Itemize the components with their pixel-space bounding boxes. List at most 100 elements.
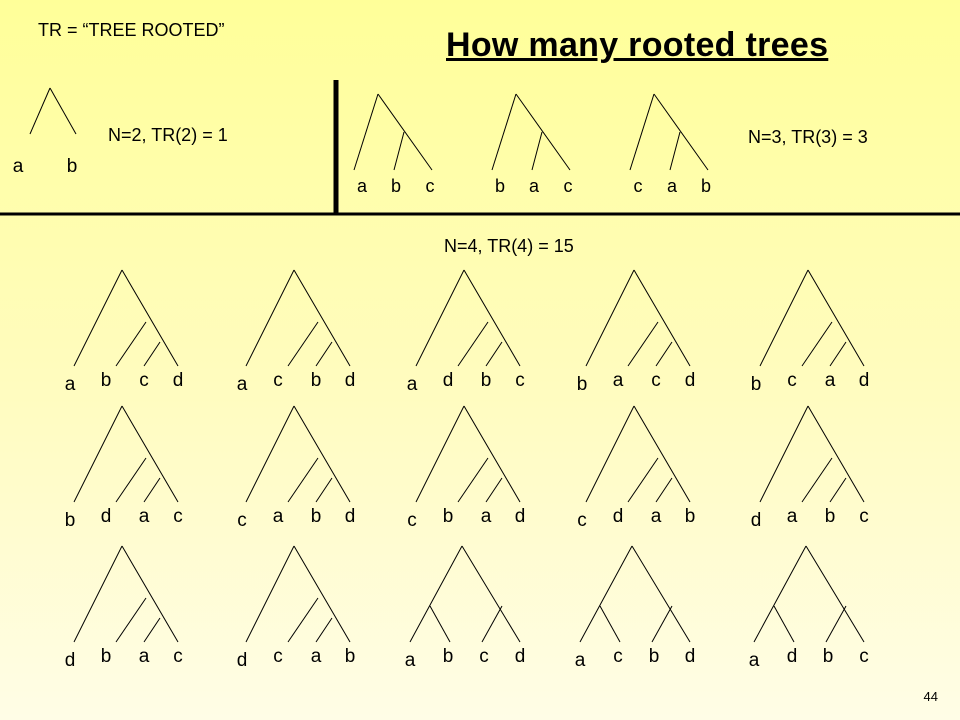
tree-branch <box>807 405 865 503</box>
tree-branch <box>829 477 847 503</box>
tree-branch <box>143 341 161 367</box>
tree-branch <box>457 457 489 503</box>
n2-label: N=2, TR(2) = 1 <box>108 125 228 145</box>
leaf-label: b <box>701 176 711 196</box>
tree-branch <box>409 545 463 643</box>
tree-branch <box>669 131 681 171</box>
tree-branch <box>315 617 333 643</box>
tree-branch <box>457 321 489 367</box>
tree-branch <box>579 545 633 643</box>
leaf-label: a <box>749 650 760 671</box>
tree-branch <box>429 605 451 643</box>
leaf-label: a <box>139 506 150 527</box>
tree-branch <box>633 405 691 503</box>
leaf-label: a <box>357 176 368 196</box>
tree-branch <box>807 269 865 367</box>
leaf-label: d <box>787 646 798 667</box>
leaf-label: b <box>101 646 112 667</box>
tree-branch <box>531 131 543 171</box>
leaf-label: c <box>173 646 183 667</box>
leaf-label: a <box>825 370 836 391</box>
tree-branch <box>293 545 351 643</box>
tree-branch <box>653 93 709 171</box>
tree-branch <box>627 321 659 367</box>
tree-branch <box>491 93 517 171</box>
leaf-label: b <box>649 646 660 667</box>
tree-branch <box>461 545 521 643</box>
tree-branch <box>287 321 319 367</box>
leaf-label: a <box>575 650 586 671</box>
leaf-label: d <box>515 646 526 667</box>
leaf-label: d <box>515 506 526 527</box>
tree-branch <box>245 405 295 503</box>
tree-branch <box>293 405 351 503</box>
leaf-label: d <box>613 506 624 527</box>
leaf-label: a <box>787 506 798 527</box>
leaf-label: b <box>443 506 454 527</box>
tree-branch <box>655 477 673 503</box>
leaf-label: c <box>859 506 869 527</box>
tree-branch <box>245 545 295 643</box>
tree-branch <box>801 457 833 503</box>
leaf-label: c <box>237 510 247 531</box>
tree-branch <box>353 93 379 171</box>
leaf-label: c <box>407 510 417 531</box>
tree-branch <box>415 269 465 367</box>
tree-branch <box>315 477 333 503</box>
leaf-label: d <box>237 650 248 671</box>
tree-branch <box>599 605 621 643</box>
tree-branch <box>629 93 655 171</box>
tree-branch <box>805 545 865 643</box>
leaf-label: a <box>407 374 418 395</box>
leaf-label: b <box>823 646 834 667</box>
leaf-label: a <box>667 176 678 196</box>
slide-title: How many rooted trees <box>446 26 829 64</box>
leaf-label: d <box>859 370 870 391</box>
tree-branch <box>121 545 179 643</box>
n3-label: N=3, TR(3) = 3 <box>748 127 868 147</box>
leaf-label: a <box>613 370 624 391</box>
leaf-label: b <box>311 506 322 527</box>
tree-branch <box>585 269 635 367</box>
tree-branch <box>377 93 433 171</box>
leaf-label: b <box>391 176 401 196</box>
leaf-label: c <box>651 370 661 391</box>
tree-branch <box>315 341 333 367</box>
tree-branch <box>121 405 179 503</box>
leaf-label: c <box>613 646 623 667</box>
tree-branch <box>143 477 161 503</box>
leaf-label: a <box>65 374 76 395</box>
leaf-label: b <box>311 370 322 391</box>
leaf-label: a <box>481 506 492 527</box>
tree-branch <box>73 269 123 367</box>
leaf-label: c <box>139 370 149 391</box>
leaf-label: c <box>564 176 573 196</box>
leaf-label: a <box>651 506 662 527</box>
leaf-label: d <box>345 506 356 527</box>
leaf-label: d <box>685 370 696 391</box>
leaf-label: b <box>67 156 78 177</box>
leaf-label: d <box>345 370 356 391</box>
tree-branch <box>463 405 521 503</box>
tree-branch <box>801 321 833 367</box>
tree-branch <box>753 545 807 643</box>
leaf-label: c <box>859 646 869 667</box>
leaf-label: b <box>577 374 588 395</box>
tree-branch <box>115 597 147 643</box>
leaf-label: c <box>577 510 587 531</box>
tree-branch <box>115 457 147 503</box>
tree-branch <box>287 457 319 503</box>
leaf-label: d <box>443 370 454 391</box>
tree-branch <box>481 605 503 643</box>
tree-branch <box>245 269 295 367</box>
tree-branch <box>121 269 179 367</box>
tree-branch <box>515 93 571 171</box>
tree-branch <box>485 341 503 367</box>
tree-branch <box>463 269 521 367</box>
leaf-label: a <box>405 650 416 671</box>
leaf-label: b <box>495 176 505 196</box>
leaf-label: a <box>139 646 150 667</box>
leaf-label: c <box>787 370 797 391</box>
leaf-label: c <box>634 176 643 196</box>
